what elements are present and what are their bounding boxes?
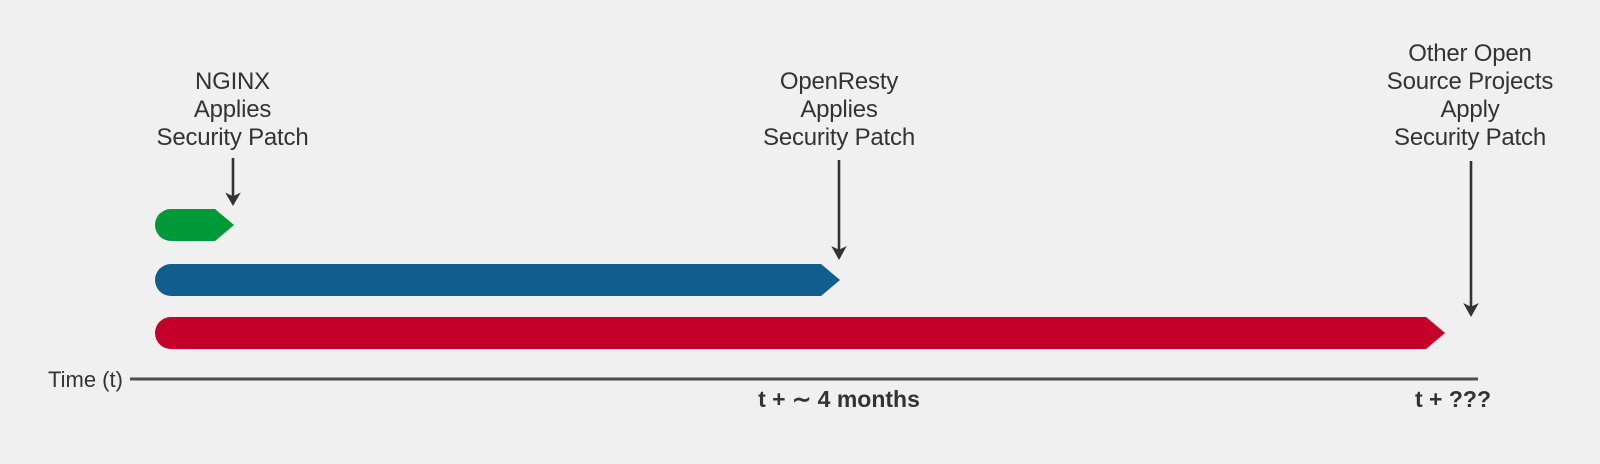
bar-nginx [155, 209, 234, 241]
bar-other-projects [155, 317, 1445, 349]
bar-openresty [155, 264, 840, 296]
arrow-down-icon-openresty [831, 160, 847, 260]
arrow-down-icon-other-projects [1463, 161, 1479, 317]
annotation-openresty: OpenResty Applies Security Patch [763, 68, 915, 151]
arrow-down-icon-nginx [225, 158, 241, 206]
annotation-other-open-source-projects: Other Open Source Projects Apply Securit… [1386, 40, 1554, 151]
axis-tick-label-4-months: t + ∼ 4 months [758, 386, 920, 412]
axis-tick-label-unknown: t + ??? [1414, 386, 1492, 412]
annotation-nginx: NGINX Applies Security Patch [156, 68, 309, 151]
time-axis-line [130, 377, 1478, 381]
axis-title-time: Time (t) [48, 367, 123, 392]
